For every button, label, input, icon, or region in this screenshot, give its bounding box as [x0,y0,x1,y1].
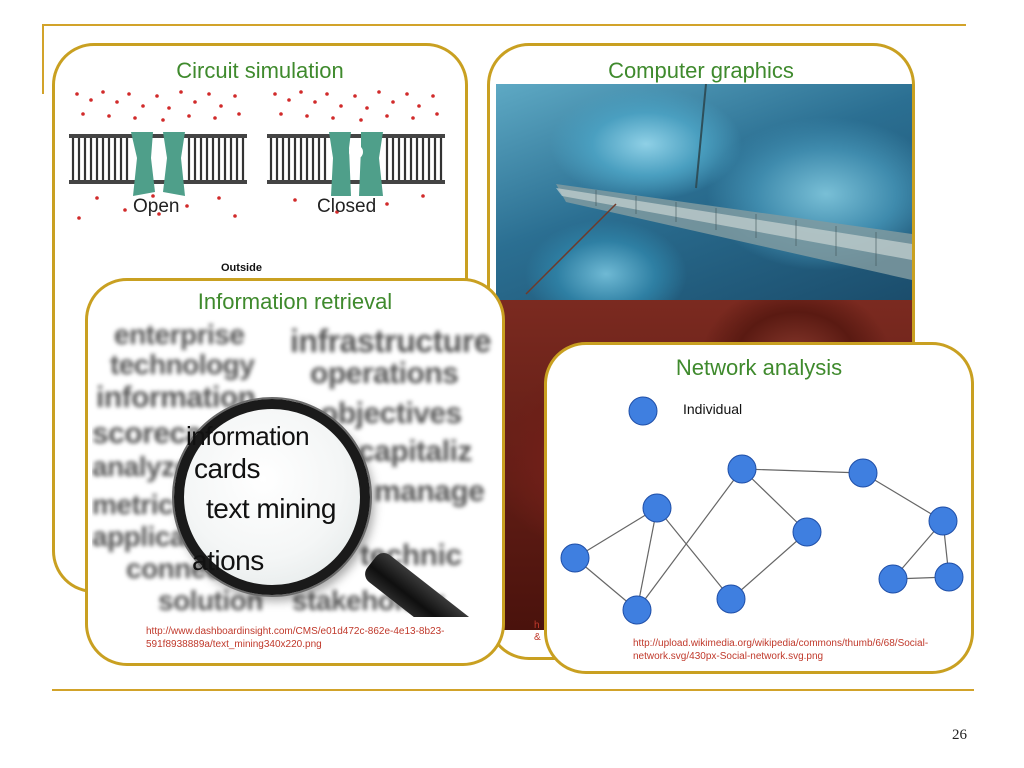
network-node [727,454,757,484]
information-retrieval-title: Information retrieval [197,289,393,314]
legend-node-icon [628,396,658,426]
cloud-word: capitaliz [358,435,472,468]
outside-label: Outside [221,262,262,274]
circuit-simulation-title: Circuit simulation [176,58,344,83]
network-node [622,595,652,625]
social-network-graph [560,396,964,625]
fiber-strand-illustration [525,84,912,295]
lens-word: text mining [206,493,336,524]
closed-label: Closed [317,196,377,217]
network-node [878,564,908,594]
ion-channel-closed-image [267,88,445,230]
network-node [560,543,590,573]
network-node [792,517,822,547]
information-retrieval-source-url: http://www.dashboardinsight.com/CMS/e01d… [146,626,445,650]
page-number: 26 [952,727,967,743]
ion-channel-open-image [69,88,247,230]
network-node [642,493,672,523]
cloud-word: objectives [320,397,462,430]
cloud-word: analyze [92,451,190,482]
open-label: Open [133,196,180,217]
cloud-word: enterprise [114,319,245,350]
bottom-rule [52,689,974,691]
computer-graphics-url-fragment: h & [534,620,541,643]
cloud-word: manage [374,475,485,508]
network-node [934,562,964,592]
cloud-word: operations [310,357,459,390]
word-cloud-image: enterprise infrastructure technology ope… [92,317,498,617]
network-analysis-title: Network analysis [675,355,843,380]
cloud-word: technology [110,349,255,380]
computer-graphics-cell-image [496,84,912,300]
legend-individual-label: Individual [683,401,743,417]
computer-graphics-title: Computer graphics [608,58,794,83]
cloud-word: metrics [92,489,189,520]
network-node [716,584,746,614]
lens-word: cards [194,453,260,484]
network-node [928,506,958,536]
left-rule [42,24,44,94]
network-analysis-panel: Network analysis [544,342,974,674]
cloud-word: infrastructure [290,323,492,359]
information-retrieval-panel: Information retrieval enterprise infrast… [85,278,505,666]
lens-word: information [186,421,310,451]
network-node [848,458,878,488]
magnifying-glass-icon: information cards text mining ations [174,399,370,595]
lens-word: ations [192,545,264,576]
network-analysis-source-url: http://upload.wikimedia.org/wikipedia/co… [633,638,929,662]
top-rule [42,24,966,26]
